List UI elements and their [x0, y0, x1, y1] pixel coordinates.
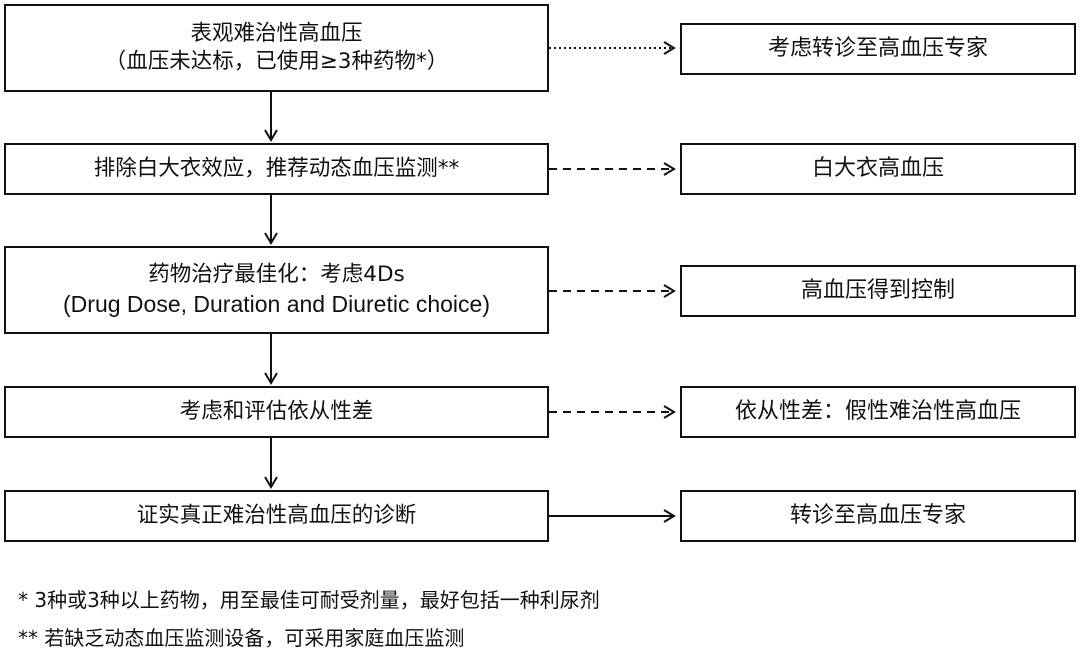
outcome-hypertension-controlled: 高血压得到控制 — [680, 265, 1076, 317]
dotted-arrow-referral — [549, 41, 676, 55]
outcome-label: 依从性差：假性难治性高血压 — [734, 399, 1021, 425]
down-arrow-4 — [264, 438, 278, 489]
down-arrow-3 — [264, 334, 278, 385]
footnote-home-bp-monitoring: ** 若缺乏动态血压监测设备，可采用家庭血压监测 — [18, 626, 465, 650]
step-assess-adherence: 考虑和评估依从性差 — [4, 386, 549, 438]
step-title: 表观难治性高血压 — [190, 20, 363, 46]
dashed-arrow-controlled — [549, 284, 676, 298]
step-subtitle: (Drug Dose, Duration and Diuretic choice… — [63, 291, 490, 317]
dashed-arrow-adherence — [549, 405, 676, 419]
solid-arrow-refer — [549, 509, 676, 523]
down-arrow-1 — [264, 92, 278, 142]
outcome-label: 白大衣高血压 — [811, 156, 944, 182]
step-title: 考虑和评估依从性差 — [179, 398, 374, 424]
outcome-consider-referral: 考虑转诊至高血压专家 — [680, 23, 1076, 75]
step-apparent-resistant-hypertension: 表观难治性高血压 （血压未达标，已使用≥3种药物*） — [4, 4, 549, 92]
outcome-refer-specialist: 转诊至高血压专家 — [680, 490, 1076, 542]
step-exclude-white-coat: 排除白大衣效应，推荐动态血压监测** — [4, 143, 549, 195]
outcome-label: 考虑转诊至高血压专家 — [767, 36, 988, 62]
outcome-pseudo-resistant: 依从性差：假性难治性高血压 — [680, 386, 1076, 438]
step-optimize-drug-therapy: 药物治疗最佳化：考虑4Ds (Drug Dose, Duration and D… — [4, 246, 549, 334]
outcome-label: 高血压得到控制 — [800, 278, 955, 304]
step-title: 药物治疗最佳化：考虑4Ds — [148, 261, 405, 287]
step-confirm-diagnosis: 证实真正难治性高血压的诊断 — [4, 490, 549, 542]
dashed-arrow-white-coat — [549, 162, 676, 176]
down-arrow-2 — [264, 195, 278, 245]
footnote-drugs: * 3种或3种以上药物，用至最佳可耐受剂量，最好包括一种利尿剂 — [18, 588, 600, 612]
step-title: 证实真正难治性高血压的诊断 — [136, 502, 417, 528]
step-title: 排除白大衣效应，推荐动态血压监测** — [93, 155, 460, 181]
step-subtitle: （血压未达标，已使用≥3种药物*） — [104, 49, 449, 74]
outcome-white-coat-hypertension: 白大衣高血压 — [680, 143, 1076, 195]
outcome-label: 转诊至高血压专家 — [789, 503, 966, 529]
